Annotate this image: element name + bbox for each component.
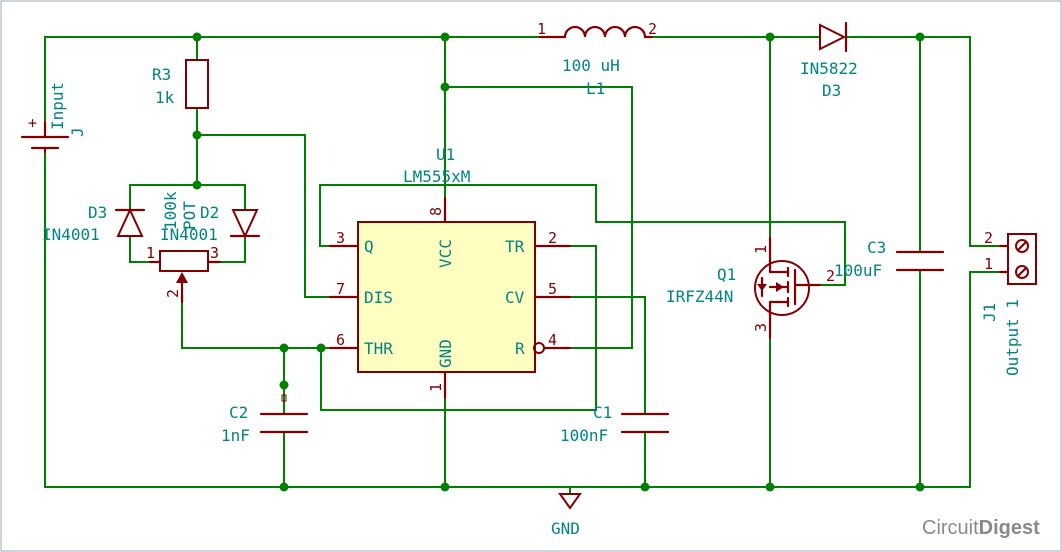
c3-value: 100uF <box>834 261 882 280</box>
r3-value: 1k <box>155 88 175 107</box>
potentiometer <box>148 250 222 304</box>
q1-pin3: 3 <box>752 323 770 332</box>
u1-ref: U1 <box>436 145 455 164</box>
ic-pin-dis-num: 7 <box>336 280 345 298</box>
ic-pin-r-num: 4 <box>548 331 557 349</box>
l1-value: 100 uH <box>562 56 620 75</box>
mosfet-q1 <box>754 236 822 340</box>
ic-u1 <box>328 196 572 400</box>
d2-ref: D2 <box>200 203 219 222</box>
r3-ref: R3 <box>152 65 171 84</box>
ic-pin-vcc-name: VCC <box>436 239 455 268</box>
gnd-label: GND <box>551 519 580 538</box>
d2-value: IN4001 <box>160 225 218 244</box>
q1-pin2: 2 <box>826 267 835 285</box>
j1-value: Output 1 <box>1003 299 1022 376</box>
ic-pin-cv-name: CV <box>505 288 525 307</box>
junctions <box>192 32 925 492</box>
j1-pin1: 1 <box>984 255 993 273</box>
u1-value: LM555xM <box>403 167 470 186</box>
input-ref: J <box>68 127 87 137</box>
pot-pin1: 1 <box>146 244 155 262</box>
d3-left-value: IN4001 <box>42 225 100 244</box>
capacitor-c1 <box>620 412 670 434</box>
ic-pin-vcc-num: 8 <box>427 207 445 216</box>
pot-pin3: 3 <box>210 244 219 262</box>
d3-right-value: IN5822 <box>800 59 858 78</box>
inductor-l1 <box>538 25 654 39</box>
q1-pin1: 1 <box>752 245 770 254</box>
d3-right-ref: D3 <box>822 81 841 100</box>
battery-plus-sign: + <box>28 114 37 132</box>
input-battery <box>20 120 70 154</box>
l1-ref: L1 <box>586 79 605 98</box>
ground-symbol <box>558 493 582 510</box>
q1-ref: Q1 <box>717 265 736 284</box>
j1-ref: J1 <box>980 303 999 322</box>
brand-prefix: Circuit <box>922 517 979 539</box>
capacitor-c2 <box>259 394 309 434</box>
diode-d2 <box>229 209 261 239</box>
pot-pin2: 2 <box>164 289 182 298</box>
ic-pin-tr-num: 2 <box>548 229 557 247</box>
capacitor-c3 <box>895 250 945 272</box>
ic-pin-gnd-name: GND <box>436 339 455 368</box>
c2-ref: C2 <box>229 403 248 422</box>
ic-pin-q-num: 3 <box>336 229 345 247</box>
diode-d3-left <box>114 207 146 237</box>
brand-suffix: Digest <box>979 517 1040 539</box>
circuitdigest-logo: CircuitDigest <box>922 517 1040 539</box>
ic-pin-thr-name: THR <box>364 339 393 358</box>
ic-pin-dis-name: DIS <box>364 288 393 307</box>
diode-d3-right <box>819 21 848 53</box>
ic-pin-q-name: Q <box>364 237 374 256</box>
connector-j1 <box>998 233 1037 285</box>
c1-value: 100nF <box>560 426 608 445</box>
c3-ref: C3 <box>867 238 886 257</box>
svg-text:CircuitDigest: CircuitDigest <box>922 517 1040 539</box>
j1-pin2: 2 <box>984 229 993 247</box>
q1-value: IRFZ44N <box>666 287 733 306</box>
input-label: Input <box>48 82 67 130</box>
ic-pin-gnd-num: 1 <box>427 383 445 392</box>
wires <box>44 36 1001 495</box>
l1-pin1: 1 <box>537 20 546 38</box>
ic-pin-thr-num: 6 <box>336 331 345 349</box>
ic-pin-cv-num: 5 <box>548 280 557 298</box>
resistor-r3 <box>185 59 209 109</box>
c1-ref: C1 <box>593 403 612 422</box>
ic-pin-tr-name: TR <box>505 237 525 256</box>
l1-pin2: 2 <box>648 20 657 38</box>
c2-value: 1nF <box>221 426 250 445</box>
d3-left-ref: D3 <box>88 203 107 222</box>
pot-value: 100k <box>161 191 180 230</box>
pot-ref: POT <box>180 201 199 230</box>
ic-pin-r-name: R <box>515 339 525 358</box>
